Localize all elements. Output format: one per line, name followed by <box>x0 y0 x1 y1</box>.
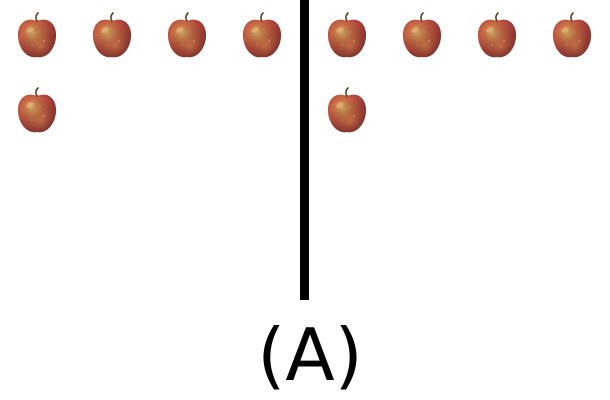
vertical-divider <box>300 0 309 300</box>
apple-icon <box>547 12 597 62</box>
apple-icon <box>397 12 447 62</box>
apple-icon <box>322 12 372 62</box>
caption-label: (A) <box>257 313 363 397</box>
apple-icon <box>237 12 287 62</box>
apple-icon <box>12 87 62 137</box>
apple-icon <box>322 87 372 137</box>
apple-icon <box>12 12 62 62</box>
apple-icon <box>87 12 137 62</box>
apple-icon <box>472 12 522 62</box>
apple-icon <box>162 12 212 62</box>
